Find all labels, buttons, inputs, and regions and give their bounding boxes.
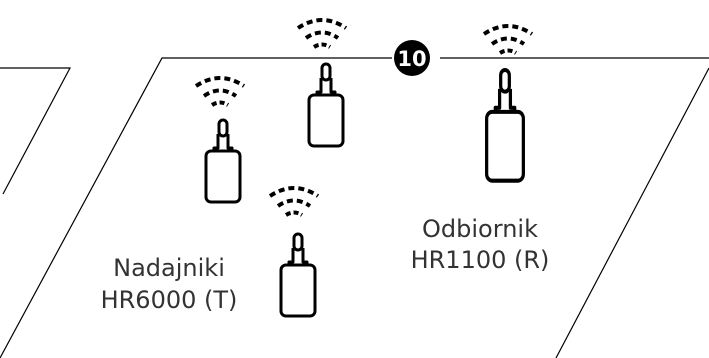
transmitter-device-1: [194, 76, 246, 204]
main-plate-outline: [0, 57, 709, 358]
transmitter-label-line2: HR6000 (T): [101, 286, 238, 314]
transmitter-icon: [307, 62, 345, 148]
left-plate-outline: [0, 67, 71, 195]
signal-waves-icon: [268, 186, 320, 217]
signal-waves-icon: [296, 18, 348, 49]
transmitter-label: Nadajniki HR6000 (T): [101, 254, 238, 314]
transmitter-icon: [204, 118, 242, 204]
transmitter-device-3: [268, 186, 320, 318]
transmitter-label-line1: Nadajniki: [113, 254, 225, 282]
step-badge: 10: [394, 40, 430, 76]
receiver-label-line1: Odbiornik: [422, 215, 538, 243]
receiver-label: Odbiornik HR1100 (R): [411, 215, 550, 274]
signal-waves-icon: [482, 24, 534, 55]
transmitter-device-2: [296, 18, 348, 148]
receiver-label-line2: HR1100 (R): [411, 246, 550, 274]
signal-waves-icon: [194, 76, 246, 107]
step-number: 10: [397, 47, 426, 71]
transmitter-icon: [279, 232, 317, 318]
receiver-icon: [487, 70, 524, 181]
receiver-device: [482, 24, 534, 181]
